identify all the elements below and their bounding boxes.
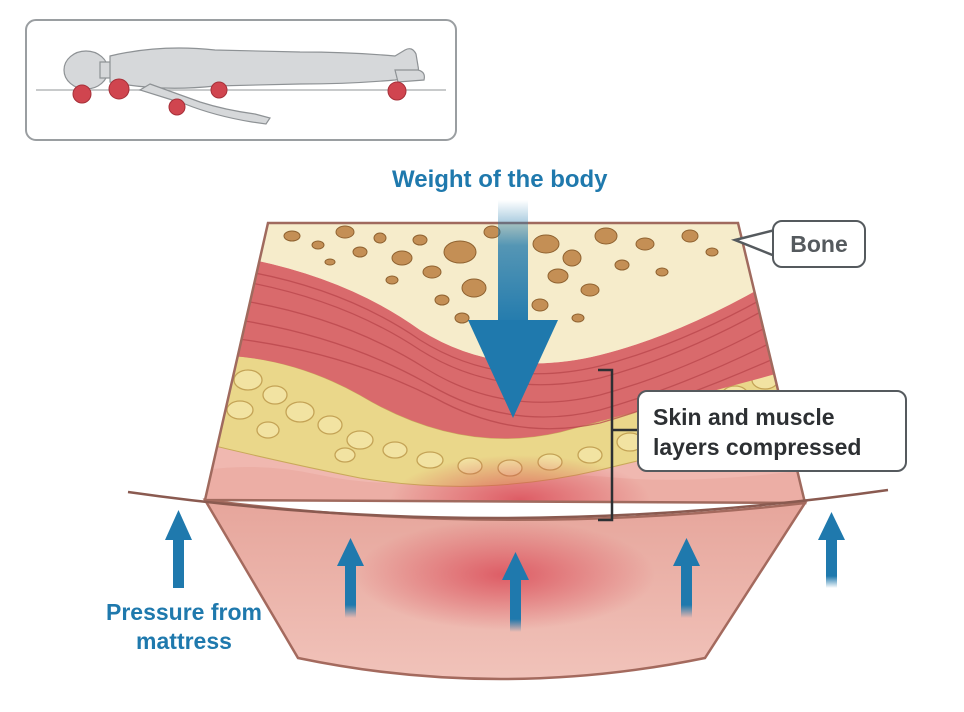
pressure-point-shoulder bbox=[108, 78, 130, 100]
bone-spots bbox=[283, 225, 719, 335]
pressure-arrows bbox=[165, 510, 845, 632]
layers-callout: Skin and muscle layers compressed bbox=[637, 390, 907, 472]
arrow-up-icon bbox=[818, 512, 845, 588]
pressure-label: Pressure from mattress bbox=[84, 598, 284, 656]
weight-label: Weight of the body bbox=[392, 166, 608, 193]
pressure-points bbox=[72, 78, 407, 116]
pressure-label-line2: mattress bbox=[136, 628, 232, 654]
inset-panel bbox=[25, 19, 457, 141]
layers-label-line2: layers compressed bbox=[653, 434, 862, 460]
arrow-up-icon bbox=[337, 538, 364, 618]
mattress-surface-line bbox=[127, 488, 889, 520]
arrow-up-icon bbox=[502, 552, 529, 632]
pressure-point-elbow bbox=[168, 98, 186, 116]
layers-label-line1: Skin and muscle bbox=[653, 404, 835, 430]
pressure-label-line1: Pressure from bbox=[106, 599, 262, 625]
bone-label: Bone bbox=[790, 231, 848, 257]
bracket-icon bbox=[598, 368, 637, 522]
arrow-up-icon bbox=[673, 538, 700, 618]
pressure-point-head bbox=[72, 84, 92, 104]
bone-callout: Bone bbox=[772, 220, 866, 268]
pressure-point-heel bbox=[387, 81, 407, 101]
arrow-up-icon bbox=[165, 510, 192, 588]
compression-zone bbox=[390, 455, 650, 503]
arrow-down-icon bbox=[468, 200, 558, 418]
pressure-point-sacrum bbox=[210, 81, 228, 99]
